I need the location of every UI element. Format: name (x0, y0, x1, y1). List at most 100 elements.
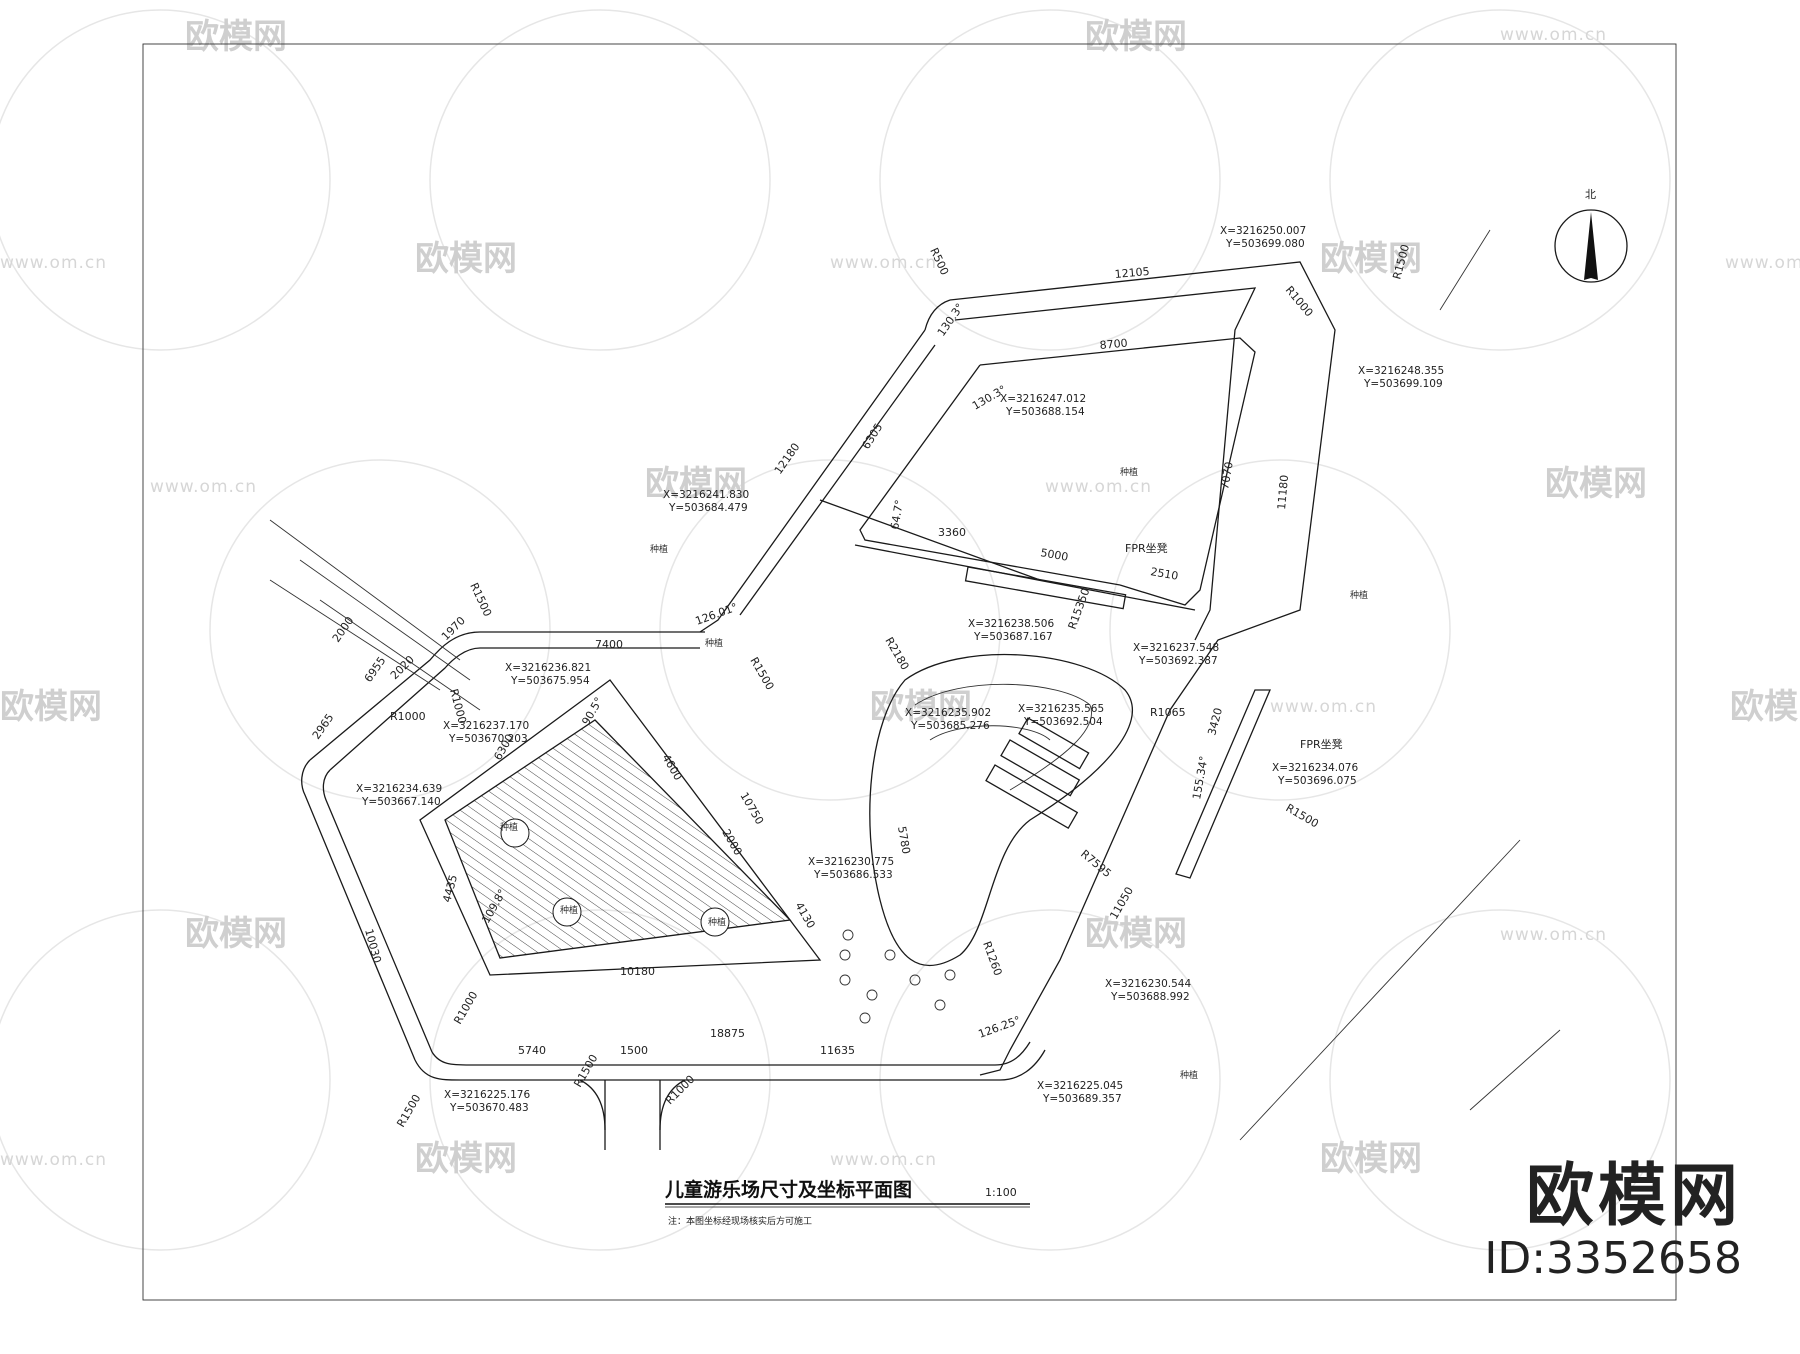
north-garden (699, 261, 1336, 1076)
watermark-rings (0, 9, 1671, 1251)
dimension-label: 4600 (659, 752, 684, 783)
drawing-note: 注：本图坐标经现场核实后方可施工 (668, 1215, 812, 1227)
tree-label: 种植 (1120, 466, 1138, 478)
coordinate-y: Y=503675.954 (510, 675, 590, 687)
se-edge-line (1239, 839, 1521, 1141)
angle-label: 126.25° (977, 1014, 1023, 1041)
angle-label: 126.01° (694, 601, 740, 628)
fpr-bench-label: FPR坐凳 (1125, 541, 1168, 555)
sheet-border (142, 43, 1677, 1301)
se-edge-line (1469, 1029, 1561, 1111)
coordinate-x: X=3216237.170 (443, 720, 529, 732)
coordinate-y: Y=503670.203 (448, 733, 528, 745)
coordinate-x: X=3216225.176 (444, 1089, 530, 1101)
watermark-url: www.om.cn (0, 1150, 107, 1170)
coordinate-y: Y=503689.357 (1042, 1093, 1122, 1105)
watermark-text: 欧模网 (1730, 687, 1800, 727)
fpr-bench-label: FPR坐凳 (1300, 737, 1343, 751)
watermark-text: 欧模网 (0, 687, 102, 727)
coordinate-y: Y=503686.533 (813, 869, 893, 881)
dimension-label: 12180 (772, 441, 803, 477)
dimension-label: 6955 (362, 654, 389, 684)
stepping-stones (839, 929, 956, 1024)
tree-label: 种植 (1350, 589, 1368, 601)
radius-label: R1000 (451, 989, 480, 1026)
angle-label: 155.34° (1190, 755, 1210, 801)
coordinate-x: X=3216241.830 (663, 489, 749, 501)
watermark-text: 欧模网 (1320, 239, 1422, 279)
dimension-label: 1500 (620, 1044, 648, 1057)
coordinate-x: X=3216230.544 (1105, 978, 1191, 990)
dimension-label: 3420 (1205, 706, 1225, 736)
tree-label: 种植 (708, 916, 726, 928)
coordinate-x: X=3216234.076 (1272, 762, 1358, 774)
radius-label: R1500 (747, 655, 776, 692)
watermark-text: 欧模网 (645, 464, 747, 504)
dimension-label: 5000 (1039, 546, 1069, 564)
watermark-url: www.om.cn (1725, 253, 1800, 273)
coordinate-y: Y=503685.276 (910, 720, 990, 732)
watermark-text: 欧模网 (415, 1139, 517, 1179)
watermark-text: 欧模网 (185, 914, 287, 954)
dimension-label: 4130 (792, 900, 817, 931)
dimension-label: 11180 (1275, 474, 1291, 510)
dimension-label: 11635 (820, 1044, 855, 1057)
dimension-label: 4435 (440, 873, 460, 903)
radius-label: R1500 (467, 581, 494, 619)
dimension-label: 2965 (310, 711, 337, 741)
dimension-label: 3360 (938, 526, 966, 539)
watermark-url: www.om.cn (830, 1150, 937, 1170)
dimension-label: 7400 (595, 638, 623, 651)
sand-play-area (419, 679, 822, 976)
coordinate-y: Y=503692.387 (1138, 655, 1218, 667)
coordinate-y: Y=503688.992 (1110, 991, 1190, 1003)
tree-label: 种植 (650, 543, 668, 555)
coordinate-x: X=3216238.506 (968, 618, 1054, 630)
watermark-text: 欧模网 (185, 17, 287, 57)
radius-label: R1065 (1150, 706, 1186, 719)
drawing-title: 儿童游乐场尺寸及坐标平面图 (664, 1178, 912, 1201)
coordinate-y: Y=503699.080 (1225, 238, 1305, 250)
dimension-label: 8700 (1099, 337, 1128, 352)
dimension-label: 10180 (620, 965, 655, 978)
angle-label: 64.7° (888, 499, 906, 531)
coordinate-x: X=3216235.902 (905, 707, 991, 719)
coordinate-x: X=3216235.565 (1018, 703, 1104, 715)
coordinate-x: X=3216237.548 (1133, 642, 1219, 654)
fpr-bench-east (1175, 689, 1271, 879)
watermark-text: 欧模网 (870, 687, 972, 727)
radius-label: R1000 (1283, 284, 1316, 320)
tree-label: 种植 (560, 904, 578, 916)
dimension-label: 2000 (330, 614, 357, 644)
coordinate-y: Y=503687.167 (973, 631, 1053, 643)
play-structure (869, 653, 1134, 967)
radius-label: R7595 (1078, 847, 1114, 880)
main-path (301, 631, 1046, 1150)
watermark-url: www.om.cn (1500, 925, 1607, 945)
dimension-label: 7070 (1218, 461, 1236, 491)
nw-road (269, 519, 481, 711)
watermark-url: www.om.cn (150, 477, 257, 497)
tree-label: 种植 (705, 637, 723, 649)
dimension-label: 2020 (388, 653, 417, 682)
dimension-label: 10750 (737, 790, 766, 827)
radius-label: R1500 (394, 1092, 423, 1129)
coordinate-y: Y=503688.154 (1005, 406, 1085, 418)
ne-edge-line (1439, 229, 1491, 311)
watermark-url: www.om.cn (1270, 697, 1377, 717)
brand-id: ID:3352658 (1484, 1233, 1742, 1284)
coordinate-x: X=3216248.355 (1358, 365, 1444, 377)
coordinate-x: X=3216225.045 (1037, 1080, 1123, 1092)
dimension-label: 12105 (1114, 265, 1150, 281)
dimension-label: 18875 (710, 1027, 745, 1040)
radius-label: R1000 (390, 710, 426, 723)
watermark-text: 欧模网 (1085, 17, 1187, 57)
dimension-label: 2510 (1149, 565, 1179, 583)
watermarks: 欧模网 欧模网 www.om.cn 欧模网 欧模网 www.om.cn www.… (0, 17, 1800, 1179)
radius-label: R2180 (882, 635, 911, 672)
tree-label: 种植 (500, 821, 518, 833)
coordinate-x: X=3216247.012 (1000, 393, 1086, 405)
radius-label: R1000 (663, 1073, 697, 1107)
coordinate-x: X=3216234.639 (356, 783, 442, 795)
